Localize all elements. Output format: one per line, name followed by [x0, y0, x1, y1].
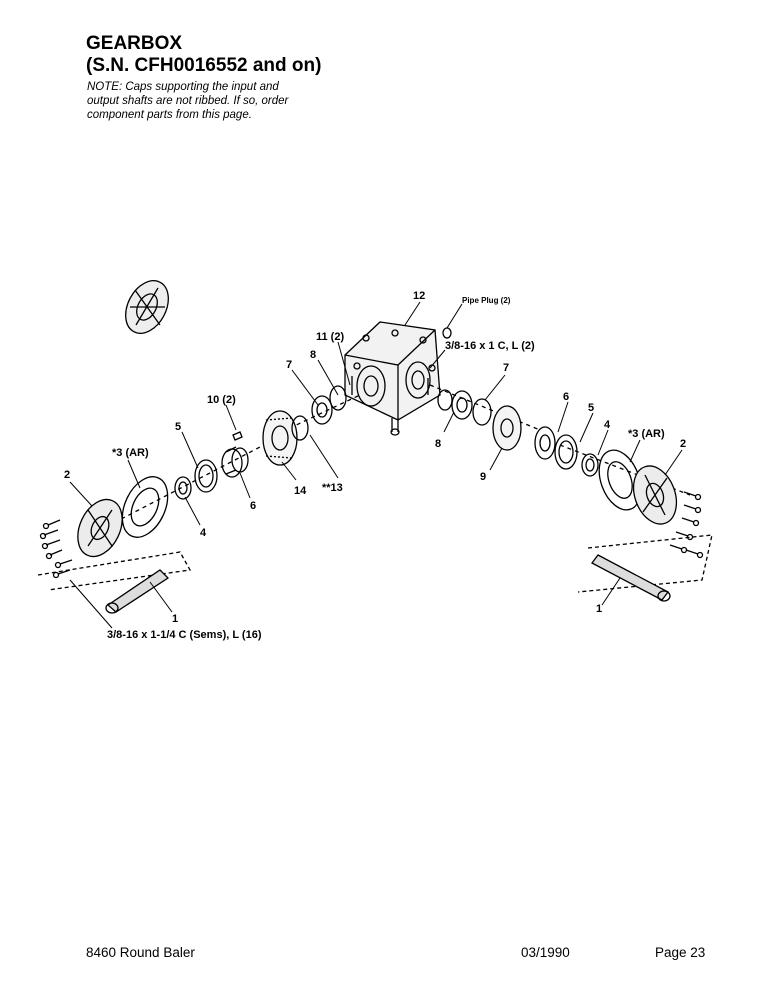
left-component-stack — [77, 385, 347, 558]
note-line: output shafts are not ribbed. If so, ord… — [87, 95, 289, 107]
right-shaft-axis-line — [429, 384, 691, 496]
callout-9: 9 — [480, 471, 486, 483]
callout-5-right: 5 — [588, 402, 594, 414]
callout-11: 11 (2) — [316, 331, 344, 343]
page-title: GEARBOX — [86, 33, 183, 54]
callout-bolt-top: 3/8-16 x 1 C, L (2) — [445, 340, 535, 352]
callout-13: **13 — [322, 482, 343, 494]
footer-date: 03/1990 — [521, 945, 570, 960]
callout-4-right: 4 — [604, 419, 611, 431]
note-text: NOTE: Caps supporting the input and outp… — [87, 80, 347, 122]
callout-6-left: 6 — [250, 500, 256, 512]
callout-2-right: 2 — [680, 438, 686, 450]
right-bolts — [669, 491, 704, 559]
callout-pipe-plug: Pipe Plug (2) — [462, 296, 511, 305]
callout-8-left: 8 — [310, 349, 316, 361]
right-component-stack — [437, 389, 678, 525]
callout-7-left: 7 — [286, 359, 292, 371]
footer-model: 8460 Round Baler — [86, 945, 195, 960]
callout-14: 14 — [294, 485, 307, 497]
callout-bolt-left: 3/8-16 x 1-1/4 C (Sems), L (16) — [107, 629, 262, 641]
callout-7-right: 7 — [503, 362, 509, 374]
callout-8-right: 8 — [435, 438, 441, 450]
callout-3-left: *3 (AR) — [112, 447, 149, 459]
callout-3-right: *3 (AR) — [628, 428, 665, 440]
left-input-shaft — [37, 551, 192, 614]
left-bolts — [39, 519, 73, 579]
cap-illustration — [125, 280, 169, 334]
note-line: NOTE: Caps supporting the input and — [87, 81, 279, 93]
callout-2-left: 2 — [64, 469, 70, 481]
callout-leaders — [69, 301, 683, 629]
callout-6-right: 6 — [563, 391, 569, 403]
footer-page-number: Page 23 — [655, 945, 706, 960]
callout-1-right: 1 — [596, 603, 602, 615]
gearbox-housing — [344, 321, 441, 436]
serial-range-subtitle: (S.N. CFH0016552 and on) — [86, 55, 322, 76]
note-line: component parts from this page. — [87, 109, 252, 121]
right-output-shaft — [577, 534, 713, 602]
callout-1-left: 1 — [172, 613, 178, 625]
pipe-plug — [442, 327, 452, 339]
left-shaft-axis-line — [99, 394, 361, 531]
callout-4-left: 4 — [200, 527, 207, 539]
callout-12: 12 — [413, 290, 425, 302]
callout-5-left: 5 — [175, 421, 181, 433]
callout-10: 10 (2) — [207, 394, 236, 406]
